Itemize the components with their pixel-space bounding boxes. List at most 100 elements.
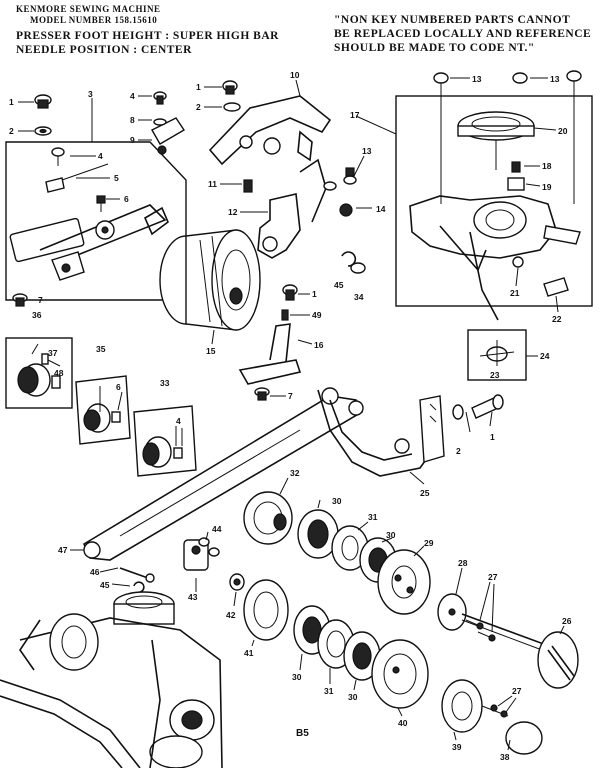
callout-8: 8 (130, 115, 135, 125)
callout-34: 34 (354, 292, 364, 302)
presser-foot-height: PRESSER FOOT HEIGHT : SUPER HIGH BAR (16, 30, 279, 42)
cam-41 (243, 579, 289, 641)
callout-24: 24 (540, 351, 550, 361)
presser-bar-lifter (39, 204, 167, 263)
washer-34 (350, 262, 366, 274)
assembly-box-35 (75, 375, 131, 445)
hook-assembly-box-17 (395, 70, 593, 321)
screw-4b (153, 91, 167, 105)
bracket-16 (238, 323, 302, 385)
retaining-ring-45b (133, 581, 145, 593)
callout-42: 42 (226, 610, 236, 620)
callout-27a: 27 (488, 572, 498, 582)
spring-19 (507, 177, 525, 191)
screw-14 (339, 203, 353, 217)
notice-line-1: "NON KEY NUMBERED PARTS CANNOT (334, 14, 571, 26)
callout-36: 36 (32, 310, 42, 320)
callout-28: 28 (458, 558, 468, 568)
callout-31a: 31 (368, 512, 378, 522)
callout-9: 9 (130, 135, 135, 145)
callout-13b: 13 (472, 74, 482, 84)
callout-4a: 4 (98, 151, 103, 161)
part-43 (183, 539, 209, 571)
callout-10: 10 (290, 70, 300, 80)
callout-41: 41 (244, 648, 254, 658)
callout-7b: 7 (288, 391, 293, 401)
cam-39 (441, 679, 483, 733)
callout-3: 3 (88, 89, 93, 99)
callout-33: 33 (160, 378, 170, 388)
callout-45b: 45 (100, 580, 110, 590)
callout-11: 11 (208, 179, 217, 189)
callout-46: 46 (90, 567, 100, 577)
callout-16: 16 (314, 340, 324, 350)
callout-1d: 1 (490, 432, 495, 442)
cam-40 (371, 639, 429, 709)
knob-26 (537, 631, 579, 689)
callout-37: 37 (48, 348, 58, 358)
cam-32 (243, 491, 293, 545)
screw-1b (222, 80, 238, 95)
callout-47: 47 (58, 545, 68, 555)
feed-arm-25 (317, 389, 445, 477)
callout-19: 19 (542, 182, 552, 192)
callout-49: 49 (312, 310, 322, 320)
callout-2c: 2 (456, 446, 461, 456)
lifter-lever (143, 206, 169, 236)
model-line: MODEL NUMBER 158.15610 (30, 15, 158, 25)
screws-27a (465, 619, 496, 642)
screw-4a (51, 147, 65, 166)
callout-30b: 30 (386, 530, 396, 540)
callout-17: 17 (350, 110, 360, 120)
callout-6b: 6 (116, 382, 121, 392)
callout-43: 43 (188, 592, 198, 602)
notice-line-2: BE REPLACED LOCALLY AND REFERENCE (334, 28, 592, 40)
page-number: B5 (296, 728, 309, 739)
screw-7b (254, 387, 270, 401)
callout-4c: 4 (176, 416, 181, 426)
callout-31b: 31 (324, 686, 334, 696)
screw-11 (243, 179, 253, 193)
callout-48: 48 (54, 368, 64, 378)
callout-38: 38 (500, 752, 510, 762)
callout-22: 22 (552, 314, 562, 324)
machine-bed-fragment (0, 591, 223, 768)
callout-1b: 1 (196, 82, 201, 92)
lever-12 (257, 158, 327, 259)
presser-foot-assembly (5, 141, 187, 301)
callout-29: 29 (424, 538, 434, 548)
needle-position: NEEDLE POSITION : CENTER (16, 44, 192, 56)
leader-lines (18, 77, 565, 751)
callout-5: 5 (114, 173, 119, 183)
feed-rod-47 (82, 387, 364, 561)
part-22 (543, 277, 569, 297)
callout-14: 14 (376, 204, 386, 214)
presser-bar-bracket (9, 217, 85, 263)
assembly-box-3 (5, 141, 187, 301)
screws-13-top (323, 167, 357, 191)
cap-38 (505, 721, 543, 755)
cam-stack-upper (243, 491, 561, 657)
callout-32: 32 (290, 468, 300, 478)
callout-2a: 2 (9, 126, 14, 136)
washer-2c (452, 404, 464, 420)
callout-2b: 2 (196, 102, 201, 112)
screws-27b (490, 704, 508, 718)
callout-30d: 30 (348, 692, 358, 702)
callout-27b: 27 (512, 686, 522, 696)
callout-labels: 1 2 3 4 5 6 7 1 2 4 8 9 10 11 12 13 14 1… (9, 70, 572, 762)
pin-46 (119, 567, 155, 583)
screw-6 (96, 195, 106, 212)
washer-8 (153, 118, 167, 126)
callout-1c: 1 (312, 289, 317, 299)
screw-1d (471, 394, 504, 419)
clamp-5 (45, 177, 65, 193)
callout-1a: 1 (9, 97, 14, 107)
screw-21 (512, 256, 524, 268)
assembly-box-24 (467, 329, 527, 381)
callout-26: 26 (562, 616, 572, 626)
callout-13c: 13 (550, 74, 560, 84)
assembly-box-33 (133, 405, 197, 477)
callout-15: 15 (206, 346, 216, 356)
